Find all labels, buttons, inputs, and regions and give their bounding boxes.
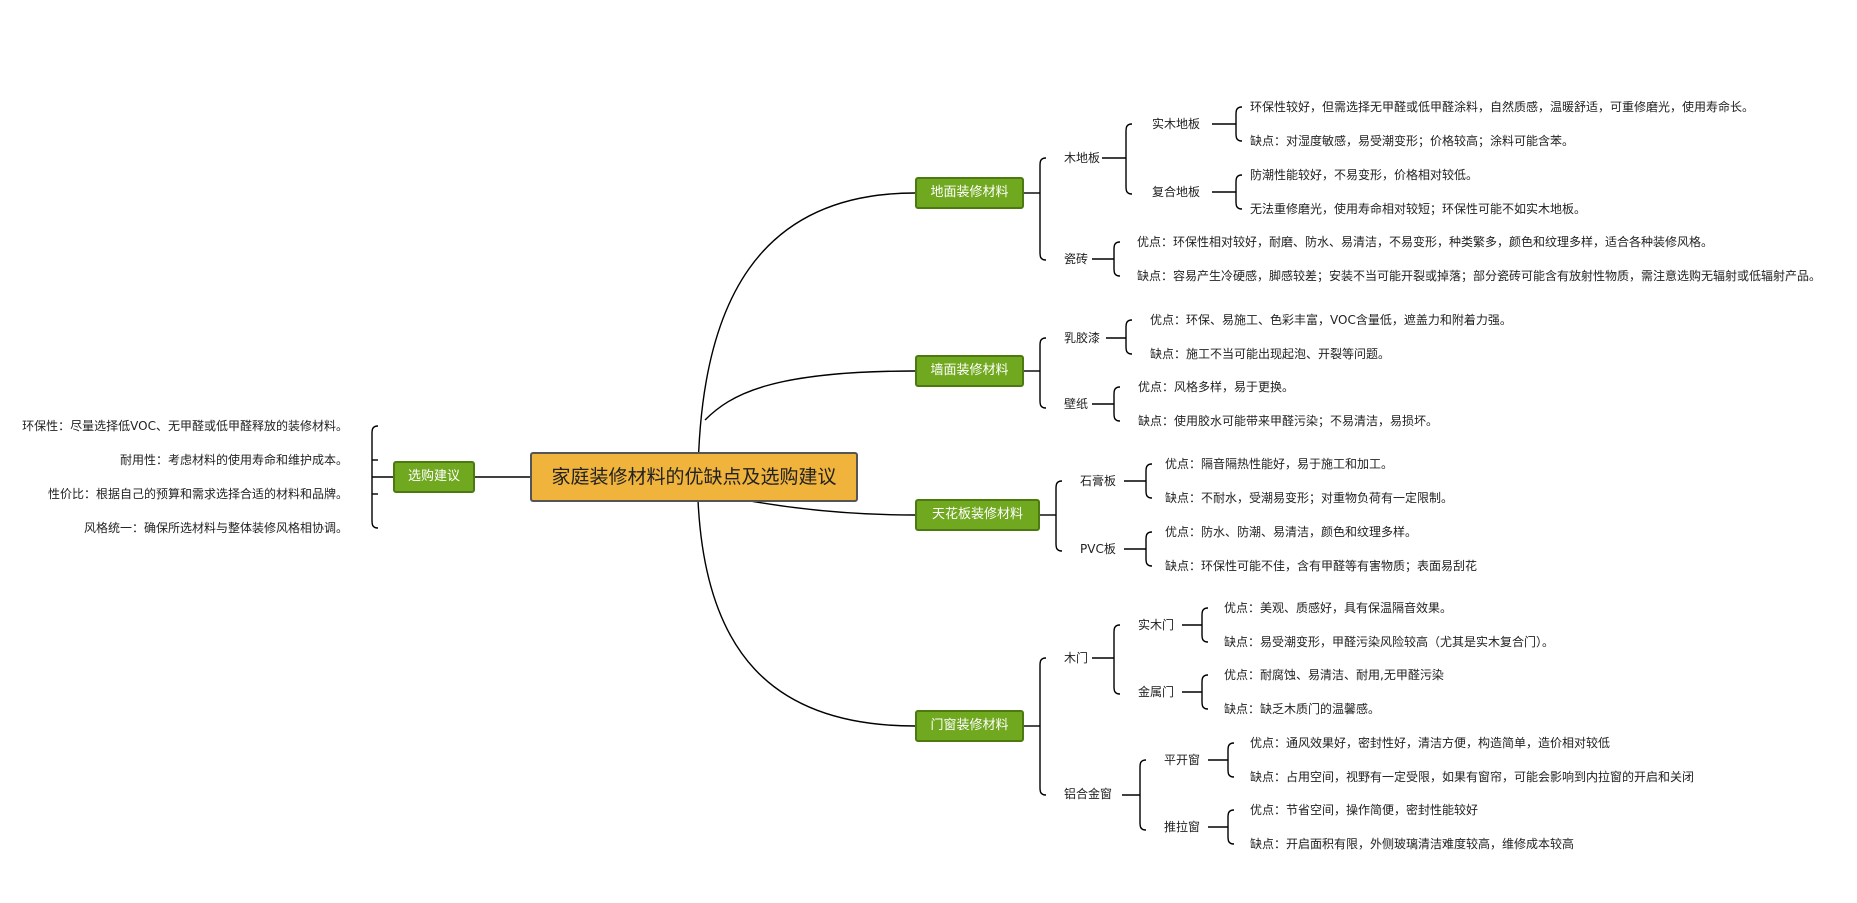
metal-door-pro: 优点：耐腐蚀、易清洁、耐用,无甲醛污染 bbox=[1224, 668, 1444, 682]
topic-solid-wood-door[interactable]: 实木门 bbox=[1138, 618, 1175, 632]
topic-wooden-door[interactable]: 木门 bbox=[1064, 651, 1089, 665]
latex-paint-con: 缺点：施工不当可能出现起泡、开裂等问题。 bbox=[1150, 347, 1391, 361]
casement-window-pro: 优点：通风效果好，密封性好，清洁方便，构造简单，造价相对较低 bbox=[1250, 736, 1611, 750]
tile-pro: 优点：环保性相对较好，耐磨、防水、易清洁，不易变形，种类繁多，颜色和纹理多样，适… bbox=[1137, 235, 1714, 249]
composite-floor-con: 无法重修磨光，使用寿命相对较短；环保性可能不如实木地板。 bbox=[1250, 202, 1587, 216]
branch-ceiling[interactable]: 天花板装修材料 bbox=[915, 499, 1040, 531]
solid-wood-door-con: 缺点：易受潮变形，甲醛污染风险较高（尤其是实木复合门）。 bbox=[1224, 635, 1555, 649]
topic-casement-window[interactable]: 平开窗 bbox=[1164, 753, 1201, 767]
topic-gypsum-board[interactable]: 石膏板 bbox=[1080, 474, 1117, 488]
solid-wood-door-pro: 优点：美观、质感好，具有保温隔音效果。 bbox=[1224, 601, 1453, 615]
branch-wall-label: 墙面装修材料 bbox=[930, 363, 1009, 378]
topic-pvc-board[interactable]: PVC板 bbox=[1080, 542, 1116, 556]
advice-item-style: 风格统一：确保所选材料与整体装修风格相协调。 bbox=[83, 521, 348, 535]
advice-item-value: 性价比：根据自己的预算和需求选择合适的材料和品牌。 bbox=[47, 487, 348, 501]
topic-tile[interactable]: 瓷砖 bbox=[1064, 252, 1089, 266]
pvc-board-pro: 优点：防水、防潮、易清洁，颜色和纹理多样。 bbox=[1165, 525, 1418, 539]
casement-window-con: 缺点：占用空间，视野有一定受限，如果有窗帘，可能会影响到内拉窗的开启和关闭 bbox=[1250, 770, 1695, 784]
composite-floor-pro: 防潮性能较好，不易变形，价格相对较低。 bbox=[1250, 168, 1479, 182]
solid-wood-floor-con: 缺点：对湿度敏感，易受潮变形；价格较高；涂料可能含苯。 bbox=[1250, 134, 1575, 148]
branch-advice-label: 选购建议 bbox=[407, 469, 460, 484]
pvc-board-con: 缺点：环保性可能不佳，含有甲醛等有害物质；表面易刮花 bbox=[1165, 559, 1478, 573]
metal-door-con: 缺点：缺乏木质门的温馨感。 bbox=[1224, 702, 1381, 716]
topic-wood-floor[interactable]: 木地板 bbox=[1064, 151, 1101, 165]
wallpaper-con: 缺点：使用胶水可能带来甲醛污染；不易清洁，易损坏。 bbox=[1138, 414, 1439, 428]
topic-aluminum-window[interactable]: 铝合金窗 bbox=[1064, 787, 1113, 801]
topic-latex-paint[interactable]: 乳胶漆 bbox=[1064, 331, 1101, 345]
topic-metal-door[interactable]: 金属门 bbox=[1138, 685, 1175, 699]
topic-wallpaper[interactable]: 壁纸 bbox=[1064, 397, 1089, 411]
root-topic-label: 家庭装修材料的优缺点及选购建议 bbox=[551, 466, 837, 488]
topic-solid-wood-floor[interactable]: 实木地板 bbox=[1152, 117, 1201, 131]
sliding-window-pro: 优点：节省空间，操作简便，密封性能较好 bbox=[1250, 803, 1479, 817]
solid-wood-floor-pro: 环保性较好，但需选择无甲醛或低甲醛涂料，自然质感，温暖舒适，可重修磨光，使用寿命… bbox=[1250, 100, 1755, 114]
branch-ceiling-label: 天花板装修材料 bbox=[931, 507, 1023, 522]
tile-con: 缺点：容易产生冷硬感，脚感较差；安装不当可能开裂或掉落；部分瓷砖可能含有放射性物… bbox=[1137, 269, 1822, 283]
branch-door-window[interactable]: 门窗装修材料 bbox=[915, 710, 1024, 742]
branch-advice[interactable]: 选购建议 bbox=[393, 461, 475, 493]
gypsum-board-pro: 优点：隔音隔热性能好，易于施工和加工。 bbox=[1165, 457, 1394, 471]
branch-door-window-label: 门窗装修材料 bbox=[930, 718, 1009, 733]
latex-paint-pro: 优点：环保、易施工、色彩丰富，VOC含量低，遮盖力和附着力强。 bbox=[1150, 313, 1512, 327]
branch-wall[interactable]: 墙面装修材料 bbox=[915, 355, 1024, 387]
sliding-window-con: 缺点：开启面积有限，外侧玻璃清洁难度较高，维修成本较高 bbox=[1250, 837, 1575, 851]
topic-composite-floor[interactable]: 复合地板 bbox=[1152, 185, 1201, 199]
topic-sliding-window[interactable]: 推拉窗 bbox=[1164, 820, 1201, 834]
branch-floor[interactable]: 地面装修材料 bbox=[915, 177, 1024, 209]
advice-item-durability: 耐用性：考虑材料的使用寿命和维护成本。 bbox=[119, 453, 348, 467]
branch-floor-label: 地面装修材料 bbox=[930, 185, 1009, 200]
advice-item-eco: 环保性：尽量选择低VOC、无甲醛或低甲醛释放的装修材料。 bbox=[22, 419, 348, 433]
root-topic[interactable]: 家庭装修材料的优缺点及选购建议 bbox=[530, 452, 858, 502]
wallpaper-pro: 优点：风格多样，易于更换。 bbox=[1138, 380, 1295, 394]
gypsum-board-con: 缺点：不耐水，受潮易变形；对重物负荷有一定限制。 bbox=[1165, 491, 1454, 505]
